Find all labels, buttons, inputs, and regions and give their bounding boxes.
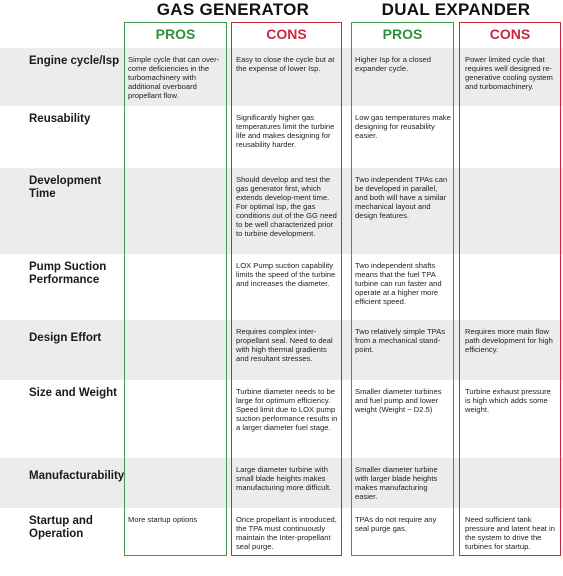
row-label: Startup and Operation	[29, 515, 93, 540]
gg-cons-cell: Turbine diameter needs to be large for o…	[236, 387, 338, 432]
table-row: Pump Suction Performance LOX Pump suctio…	[0, 254, 563, 320]
gg-pros-cell: Simple cycle that can over-come deficien…	[128, 55, 220, 100]
row-label: Development Time	[29, 175, 102, 200]
gg-cons-cell: Once propellant is introduced, the TPA m…	[236, 515, 337, 551]
de-pros-header: PROS	[382, 26, 423, 42]
gg-cons-header: CONS	[266, 26, 307, 42]
de-cons-cell: Need sufficient tank pressure and latent…	[465, 515, 555, 551]
gg-cons-cell: Requires complex inter-propellant seal. …	[236, 327, 333, 363]
table-row: Startup and Operation More startup optio…	[0, 508, 563, 558]
de-cons-cell: Requires more main flow path development…	[465, 327, 553, 354]
dual-expander-title: DUAL EXPANDER	[381, 0, 531, 19]
de-cons-cell: Power limited cycle that requires well d…	[465, 55, 553, 91]
row-label: Engine cycle/Isp	[29, 55, 120, 67]
table-row: Design Effort Requires complex inter-pro…	[0, 320, 563, 380]
table-row: Development Time Should develop and test…	[0, 168, 563, 254]
de-cons-header: CONS	[489, 26, 531, 42]
gg-cons-cell: Should develop and test the gas generato…	[236, 175, 337, 238]
de-pros-cell: Two relatively simple TPAs from a mechan…	[355, 327, 446, 354]
gg-cons-cell: LOX Pump suction capability limits the s…	[236, 261, 336, 288]
gg-cons-column-frame	[231, 22, 342, 556]
row-label: Manufacturability	[29, 470, 125, 482]
gg-pros-header: PROS	[155, 26, 196, 42]
de-pros-cell: Two independent shafts means that the fu…	[355, 261, 442, 306]
de-pros-cell: TPAs do not require any seal purge gas.	[355, 515, 437, 533]
gg-cons-cell: Large diameter turbine with small blade …	[236, 465, 332, 492]
gg-pros-column-frame	[124, 22, 227, 556]
row-label: Pump Suction Performance	[29, 261, 107, 286]
gg-cons-cell: Significantly higher gas temperatures li…	[236, 113, 335, 149]
table-row: Reusability Significantly higher gas tem…	[0, 106, 563, 168]
table-row: Engine cycle/Isp Simple cycle that can o…	[0, 48, 563, 106]
gas-generator-title: GAS GENERATOR	[156, 0, 310, 19]
de-pros-cell: Smaller diameter turbines and fuel pump …	[355, 387, 442, 414]
de-pros-cell: Higher Isp for a closed expander cycle.	[355, 55, 431, 73]
de-cons-column-frame	[459, 22, 561, 556]
gg-cons-cell: Easy to close the cycle but at the expen…	[236, 55, 335, 73]
de-pros-cell: Two independent TPAs can be developed in…	[355, 175, 448, 220]
de-pros-cell: Low gas temperatures make designing for …	[355, 113, 451, 140]
table-row: Manufacturability Large diameter turbine…	[0, 458, 563, 508]
table-row: Size and Weight Turbine diameter needs t…	[0, 380, 563, 458]
de-cons-cell: Turbine exhaust pressure is high which a…	[465, 387, 551, 414]
row-label: Design Effort	[29, 332, 102, 344]
row-label: Reusability	[29, 113, 91, 125]
gg-pros-cell: More startup options	[128, 515, 198, 524]
de-pros-column-frame	[351, 22, 454, 556]
row-label: Size and Weight	[29, 387, 117, 399]
de-pros-cell: Smaller diameter turbine with larger bla…	[355, 465, 438, 501]
